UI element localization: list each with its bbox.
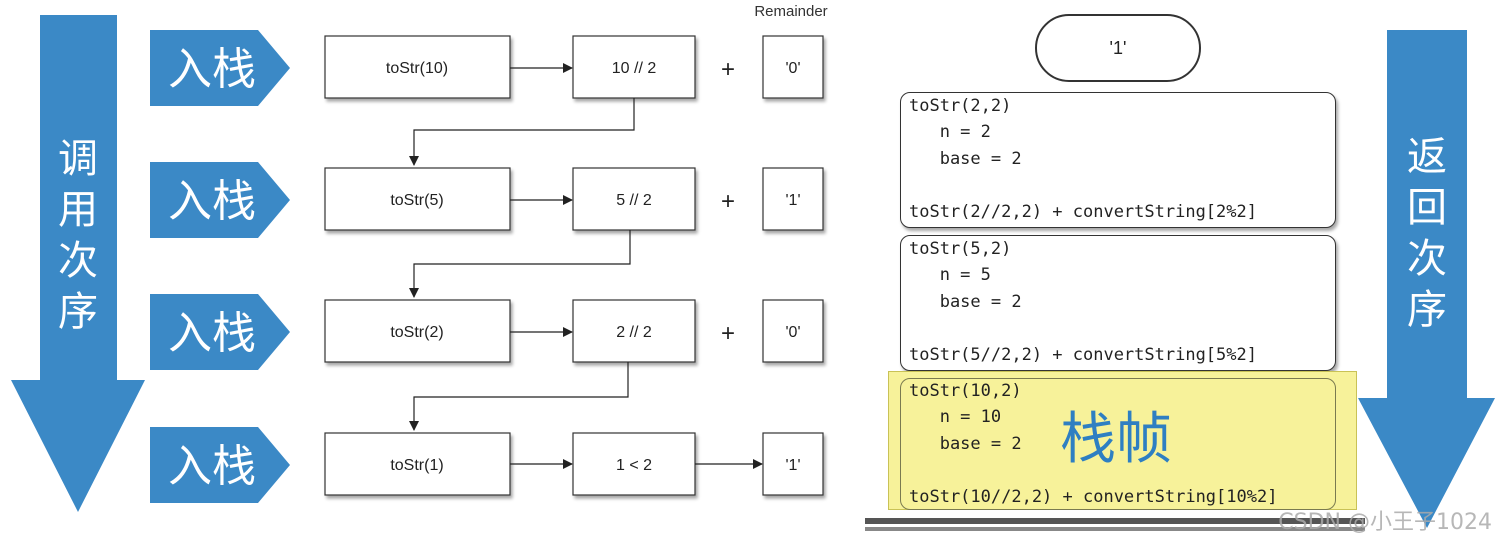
- call-box-label: toStr(10): [386, 60, 448, 77]
- call-box: [324, 167, 511, 231]
- frame-line: base = 2: [909, 292, 1022, 312]
- push-label: 入栈: [168, 441, 256, 492]
- stack-frame: toStr(10,2) n = 10 base = 2 toStr(10//2,…: [900, 378, 1336, 510]
- call-order-char: 次: [58, 238, 98, 284]
- call-row: 入栈 toStr(1) 1 < 2 '1': [150, 427, 824, 503]
- stack-base-shadow: [865, 527, 1365, 531]
- call-box: [324, 299, 511, 363]
- return-value-label: '1': [1109, 37, 1127, 58]
- stack-frame: toStr(5,2) n = 5 base = 2 toStr(5//2,2) …: [900, 235, 1336, 371]
- remainder-label: '1': [785, 457, 800, 474]
- frame-line: n = 2: [909, 122, 991, 142]
- frame-line: toStr(10//2,2) + convertString[10%2]: [909, 487, 1278, 507]
- push-label: 入栈: [168, 176, 256, 227]
- remainder-label: '0': [785, 324, 800, 341]
- return-order-char: 序: [1407, 287, 1447, 333]
- call-order-char: 序: [58, 289, 98, 335]
- recursion-connector: [409, 98, 635, 166]
- plus-sign: +: [721, 56, 735, 83]
- remainder-header: Remainder: [754, 3, 827, 20]
- recursion-connector: [409, 362, 629, 431]
- plus-sign: +: [721, 188, 735, 215]
- op-box-label: 5 // 2: [616, 192, 652, 209]
- op-box-label: 2 // 2: [616, 324, 652, 341]
- stack-frame-highlight: [888, 371, 1357, 510]
- push-label: 入栈: [168, 44, 256, 95]
- call-box: [324, 35, 511, 99]
- frame-line: toStr(5//2,2) + convertString[5%2]: [909, 345, 1257, 365]
- return-order-char: 返: [1407, 134, 1447, 180]
- remainder-label: '1': [785, 192, 800, 209]
- op-box: [572, 299, 696, 363]
- op-box-label: 10 // 2: [612, 60, 657, 77]
- op-box: [572, 167, 696, 231]
- remainder-label: '0': [785, 60, 800, 77]
- frame-line: toStr(10,2): [909, 381, 1022, 401]
- watermark: CSDN @小王子1024: [1278, 510, 1492, 535]
- push-arrow: [150, 162, 290, 238]
- return-value-pill: '1': [1035, 14, 1201, 82]
- remainder-box: [762, 432, 824, 496]
- return-order-char: 次: [1407, 236, 1447, 282]
- plus-sign: +: [721, 320, 735, 347]
- return-order-char: 回: [1407, 185, 1447, 231]
- stack-base: [865, 518, 1365, 524]
- recursion-connector: [409, 230, 631, 298]
- call-order-arrow: [11, 15, 145, 512]
- op-box-label: 1 < 2: [616, 457, 652, 474]
- frame-line: base = 2: [909, 434, 1022, 454]
- call-row: 入栈 toStr(5) 5 // 2 + '1': [150, 162, 824, 298]
- call-row: 入栈 toStr(10) 10 // 2 + '0': [150, 30, 824, 166]
- frame-line: n = 10: [909, 407, 1002, 427]
- push-arrow: [150, 30, 290, 106]
- call-order-char: 调: [58, 136, 98, 182]
- frame-line: toStr(5,2): [909, 239, 1012, 259]
- frame-line: n = 5: [909, 265, 991, 285]
- call-box-label: toStr(1): [390, 457, 443, 474]
- push-label: 入栈: [168, 308, 256, 359]
- return-order-arrow: [1358, 30, 1495, 528]
- frame-line: toStr(2//2,2) + convertString[2%2]: [909, 202, 1257, 222]
- stack-frame: toStr(2,2) n = 2 base = 2 toStr(2//2,2) …: [900, 92, 1336, 228]
- frame-line: base = 2: [909, 149, 1022, 169]
- remainder-box: [762, 299, 824, 363]
- remainder-box: [762, 35, 824, 99]
- call-box-label: toStr(2): [390, 324, 443, 341]
- call-row: 入栈 toStr(2) 2 // 2 + '0': [150, 294, 824, 431]
- call-box: [324, 432, 511, 496]
- call-order-char: 用: [58, 187, 98, 233]
- push-arrow: [150, 294, 290, 370]
- frame-line: toStr(2,2): [909, 96, 1012, 116]
- remainder-box: [762, 167, 824, 231]
- call-box-label: toStr(5): [390, 192, 443, 209]
- stack-frame-label: 栈帧: [1060, 407, 1172, 472]
- push-arrow: [150, 427, 290, 503]
